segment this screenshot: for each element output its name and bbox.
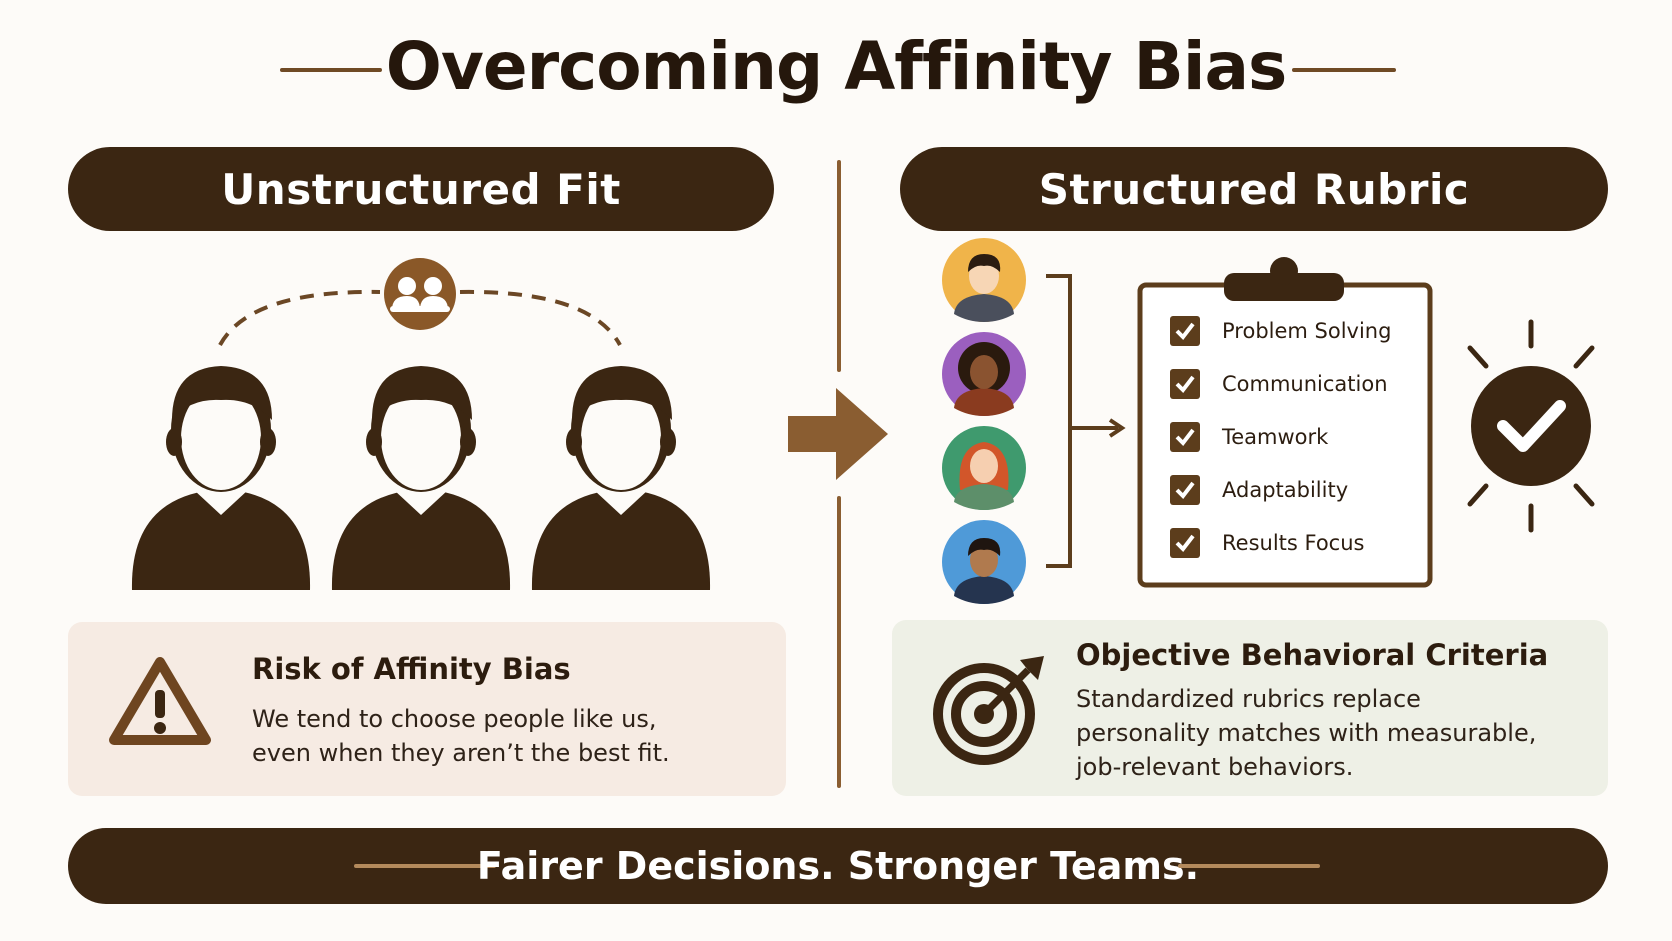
arrow-right-icon	[788, 388, 888, 480]
structured-rubric-label: Structured Rubric	[1038, 164, 1470, 214]
avatar	[942, 332, 1026, 416]
checklist-label: Adaptability	[1222, 477, 1349, 502]
avatar	[942, 238, 1026, 322]
person-icon	[131, 366, 311, 590]
footer-rule-right	[1178, 864, 1320, 868]
checklist-label: Communication	[1222, 371, 1388, 396]
person-icon	[531, 366, 711, 590]
checkbox-checked-icon	[1170, 421, 1200, 452]
risk-card-line: even when they aren’t the best fit.	[252, 739, 670, 767]
checkbox-checked-icon	[1170, 474, 1200, 505]
checklist-item: Problem Solving	[1170, 304, 1391, 357]
connection-arc	[459, 289, 622, 346]
avatar	[942, 426, 1026, 510]
risk-card-line: We tend to choose people like us,	[252, 705, 657, 733]
criteria-card-line: Standardized rubrics replace	[1076, 685, 1421, 713]
similar-candidates-illustration	[131, 258, 711, 590]
risk-card-body: We tend to choose people like us, even w…	[252, 702, 670, 770]
title-rule-right	[1292, 68, 1396, 72]
footer-text: Fairer Decisions. Stronger Teams.	[476, 844, 1200, 888]
checklist-item: Results Focus	[1170, 516, 1391, 569]
avatar	[942, 520, 1026, 604]
checkmark-badge-icon	[1467, 319, 1595, 533]
checklist-item: Adaptability	[1170, 463, 1391, 516]
rubric-checklist: Problem Solving Communication Teamwork A…	[1170, 304, 1391, 569]
clipboard-icon	[1137, 257, 1433, 588]
risk-card-title: Risk of Affinity Bias	[252, 652, 571, 686]
arrow-right-icon	[1072, 418, 1126, 438]
person-icon	[331, 366, 511, 590]
footer-banner: Fairer Decisions. Stronger Teams.	[68, 828, 1608, 904]
criteria-card: Objective Behavioral Criteria Standardiz…	[892, 620, 1608, 796]
checklist-item: Teamwork	[1170, 410, 1391, 463]
checkbox-checked-icon	[1170, 315, 1200, 346]
warning-icon	[109, 657, 211, 745]
checkbox-checked-icon	[1170, 368, 1200, 399]
criteria-card-line: job-relevant behaviors.	[1076, 753, 1354, 781]
divider-bottom	[837, 496, 841, 788]
criteria-card-line: personality matches with measurable,	[1076, 719, 1537, 747]
criteria-card-body: Standardized rubrics replace personality…	[1076, 682, 1536, 784]
bracket	[1046, 274, 1072, 568]
checklist-label: Problem Solving	[1222, 318, 1392, 343]
checkbox-checked-icon	[1170, 527, 1200, 558]
risk-card: Risk of Affinity Bias We tend to choose …	[68, 622, 786, 796]
page-title: Overcoming Affinity Bias	[385, 28, 1288, 105]
diverse-candidates	[942, 238, 1072, 604]
group-icon	[384, 258, 456, 330]
criteria-card-title: Objective Behavioral Criteria	[1076, 638, 1549, 672]
unstructured-fit-label: Unstructured Fit	[221, 164, 621, 214]
checklist-item: Communication	[1170, 357, 1391, 410]
connection-arc	[218, 289, 381, 346]
divider-top	[837, 160, 841, 372]
footer-rule-left	[354, 864, 496, 868]
checklist-label: Teamwork	[1222, 424, 1329, 449]
title-rule-left	[280, 68, 382, 72]
unstructured-fit-header: Unstructured Fit	[68, 147, 774, 231]
target-icon	[933, 656, 1044, 765]
structured-rubric-header: Structured Rubric	[900, 147, 1608, 231]
checklist-label: Results Focus	[1222, 530, 1365, 555]
